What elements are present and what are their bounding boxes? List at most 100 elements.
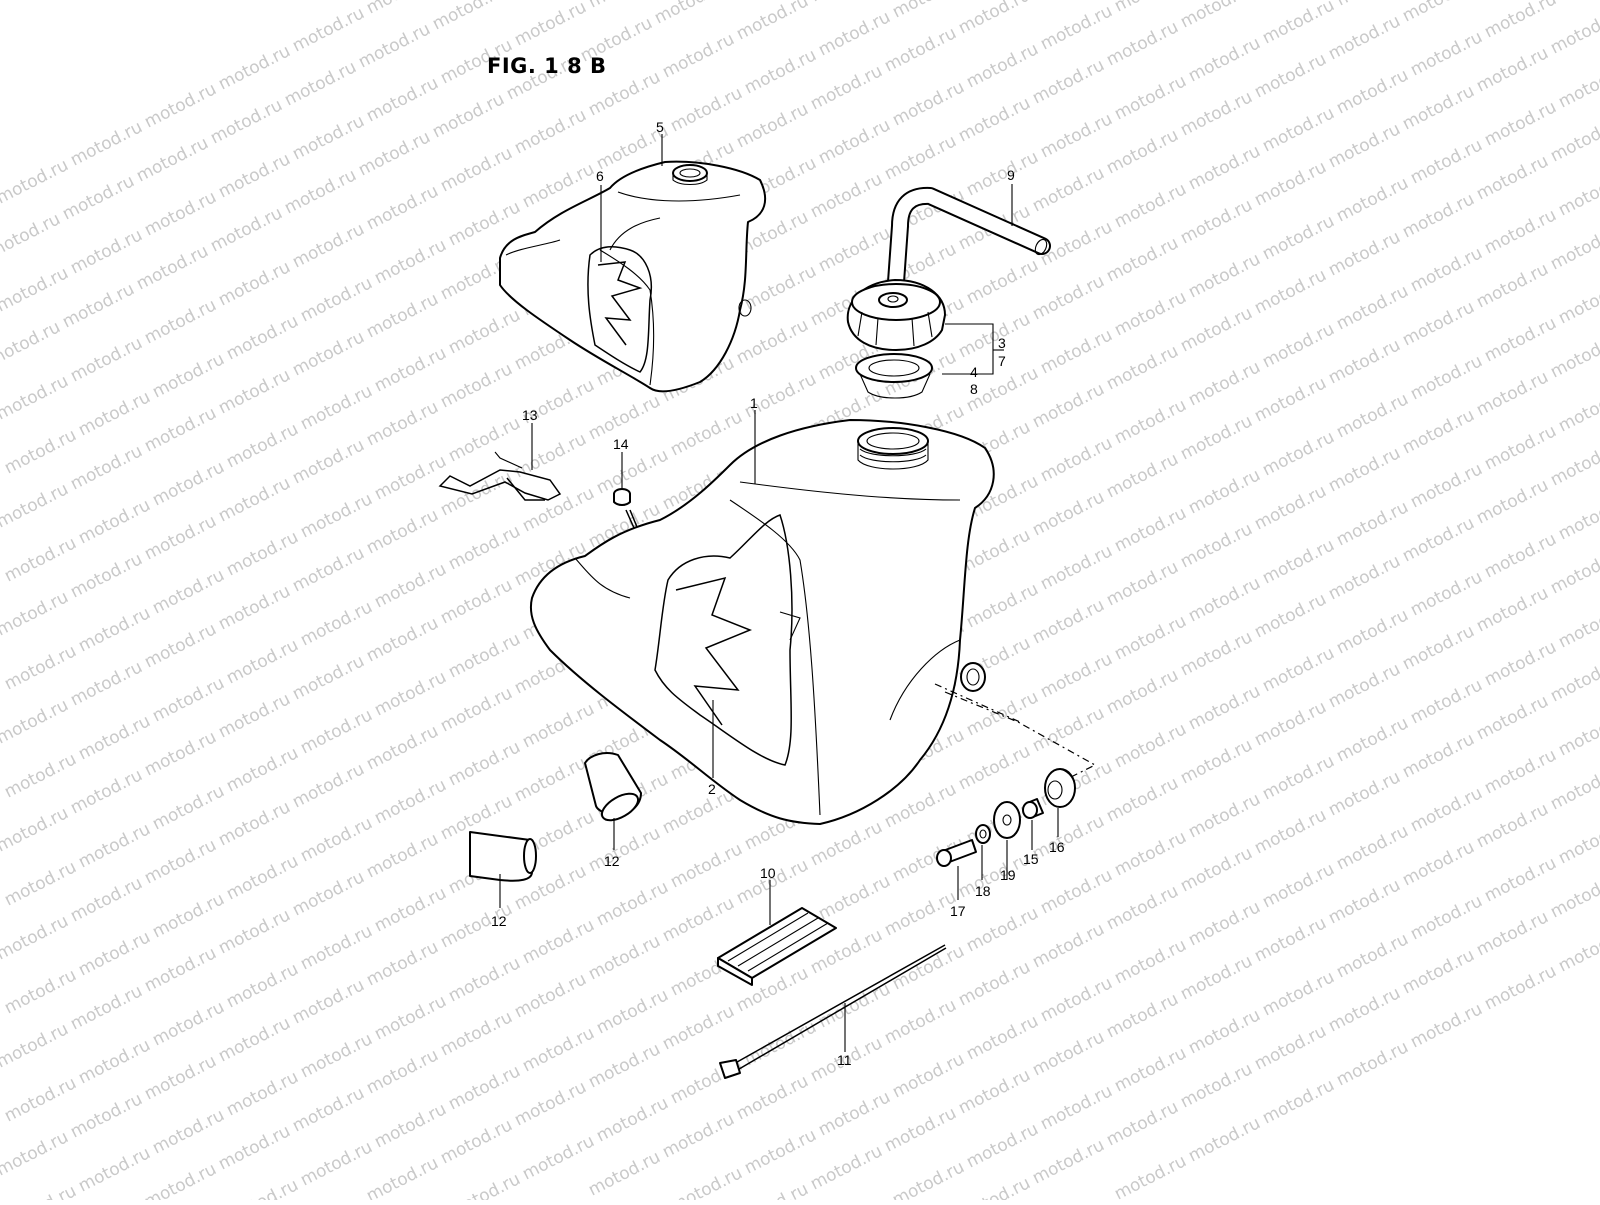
watermark-text: motod.ru <box>1251 589 1330 642</box>
watermark-text: motod.ru <box>963 1011 1042 1064</box>
watermark-text: motod.ru <box>1185 33 1264 86</box>
watermark-text: motod.ru <box>289 219 368 272</box>
watermark-text: motod.ru <box>363 73 442 126</box>
watermark-text: motod.ru <box>0 803 72 856</box>
watermark-text: motod.ru <box>815 7 894 60</box>
watermark-text: motod.ru <box>881 995 960 1048</box>
watermark-text: motod.ru <box>585 931 664 984</box>
watermark-text: motod.ru <box>1399 621 1478 674</box>
watermark-text: motod.ru <box>141 1051 220 1104</box>
callout-1: 1 <box>750 395 758 411</box>
watermark-text: motod.ru <box>1547 329 1600 382</box>
watermark-text: motod.ru <box>511 429 590 482</box>
watermark-text: motod.ru <box>141 403 220 456</box>
watermark-text: motod.ru <box>1037 649 1116 702</box>
watermark-text: motod.ru <box>1259 103 1338 156</box>
watermark-text: motod.ru <box>659 785 738 838</box>
watermark-text: motod.ru <box>955 957 1034 1010</box>
watermark-text: motod.ru <box>289 3 368 56</box>
watermark-text: motod.ru <box>1407 675 1486 728</box>
watermark-text: motod.ru <box>741 1017 820 1070</box>
watermark-text: motod.ru <box>371 559 450 612</box>
watermark-text: motod.ru <box>141 835 220 888</box>
watermark-text: motod.ru <box>667 407 746 460</box>
watermark-text: motod.ru <box>881 1103 960 1156</box>
watermark-text: motod.ru <box>1555 0 1600 4</box>
watermark-text: motod.ru <box>1111 719 1190 772</box>
callout-17: 17 <box>950 903 966 919</box>
watermark-text: motod.ru <box>149 889 228 942</box>
watermark-text: motod.ru <box>815 223 894 276</box>
watermark-text: motod.ru <box>1547 545 1600 598</box>
watermark-text: motod.ru <box>75 1035 154 1088</box>
watermark-text: motod.ru <box>1111 611 1190 664</box>
watermark-text: motod.ru <box>141 727 220 780</box>
watermark-text: motod.ru <box>141 295 220 348</box>
watermark-text: motod.ru <box>667 839 746 892</box>
watermark-text: motod.ru <box>67 981 146 1034</box>
watermark-text: motod.ru <box>1103 557 1182 610</box>
watermark-text: motod.ru <box>133 241 212 294</box>
watermark-text: motod.ru <box>955 93 1034 146</box>
watermark-text: motod.ru <box>1111 503 1190 556</box>
watermark-text: motod.ru <box>1547 113 1600 166</box>
watermark-text: motod.ru <box>371 667 450 720</box>
watermark-text: motod.ru <box>1399 405 1478 458</box>
watermark-text: motod.ru <box>0 371 72 424</box>
fuel-cap <box>848 280 945 350</box>
watermark-text: motod.ru <box>1333 929 1412 982</box>
watermark-text: motod.ru <box>1037 1081 1116 1134</box>
watermark-text: motod.ru <box>437 467 516 520</box>
watermark-text: motod.ru <box>1555 707 1600 760</box>
watermark-text: motod.ru <box>223 959 302 1012</box>
watermark-text: motod.ru <box>445 521 524 574</box>
watermark-text: motod.ru <box>1259 751 1338 804</box>
watermark-text: motod.ru <box>955 741 1034 794</box>
watermark-text: motod.ru <box>67 1089 146 1142</box>
watermark-text: motod.ru <box>1103 881 1182 934</box>
watermark-text: motod.ru <box>1 425 80 478</box>
watermark-text: motod.ru <box>1325 335 1404 388</box>
watermark-text: motod.ru <box>0 155 72 208</box>
watermark-text: motod.ru <box>511 105 590 158</box>
watermark-text: motod.ru <box>1 533 80 586</box>
watermark-text: motod.ru <box>1325 443 1404 496</box>
watermark-text: motod.ru <box>149 997 228 1050</box>
watermark-text: motod.ru <box>297 1137 376 1190</box>
watermark-text: motod.ru <box>445 737 524 790</box>
watermark-text: motod.ru <box>75 387 154 440</box>
watermark-text: motod.ru <box>1555 167 1600 220</box>
watermark-text: motod.ru <box>1029 55 1108 108</box>
watermark-text: motod.ru <box>289 759 368 812</box>
watermark-text: motod.ru <box>215 1013 294 1066</box>
watermark-text: motod.ru <box>67 873 146 926</box>
watermark-text: motod.ru <box>1547 653 1600 706</box>
watermark-text: motod.ru <box>519 915 598 968</box>
watermark-text: motod.ru <box>363 181 442 234</box>
watermark-text: motod.ru <box>1555 815 1600 868</box>
watermark-text: motod.ru <box>1555 491 1600 544</box>
watermark-text: motod.ru <box>363 613 442 666</box>
watermark-text: motod.ru <box>363 937 442 990</box>
watermark-text: motod.ru <box>59 279 138 332</box>
watermark-text: motod.ru <box>445 305 524 358</box>
watermark-text: motod.ru <box>141 619 220 672</box>
watermark-text: motod.ru <box>807 1141 886 1194</box>
watermark-text: motod.ru <box>1481 853 1560 906</box>
callout-10: 10 <box>760 865 776 881</box>
watermark-text: motod.ru <box>1103 341 1182 394</box>
watermark-text: motod.ru <box>1259 1075 1338 1128</box>
callout-6: 6 <box>596 168 604 184</box>
callout-11: 11 <box>837 1052 852 1068</box>
watermark-text: motod.ru <box>1473 583 1552 636</box>
watermark-text: motod.ru <box>815 979 894 1032</box>
watermark-text: motod.ru <box>1037 109 1116 162</box>
watermark-text: motod.ru <box>733 315 812 368</box>
washer-small <box>976 825 990 843</box>
watermark-text: motod.ru <box>1555 923 1600 976</box>
watermark-text: motod.ru <box>519 1131 598 1184</box>
watermark-text: motod.ru <box>1103 449 1182 502</box>
watermark-text: motod.ru <box>1185 897 1264 950</box>
watermark-text: motod.ru <box>593 877 672 930</box>
watermark-text: motod.ru <box>815 1087 894 1140</box>
